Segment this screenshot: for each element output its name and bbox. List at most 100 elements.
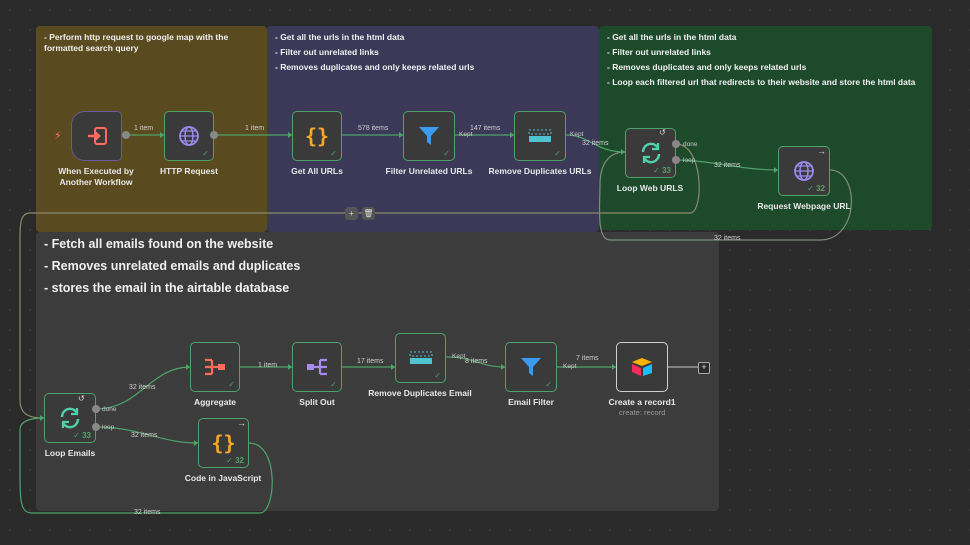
success-count: ✓ 32 [226,456,244,465]
airtable-icon [617,343,667,391]
edge-loopweb-loopemails [19,143,700,419]
node-label: Request Webpage URL [757,201,851,211]
arrowhead [774,167,778,173]
sticky-text: - Perform http request to google map wit… [44,32,229,53]
edge-label: 1 item [134,125,154,132]
delete-edge-button[interactable]: 🗑 [362,207,375,220]
sticky-text: - Loop each filtered url that redirects … [607,77,916,87]
node-create-record[interactable] [616,342,668,392]
port-label-kept: Kept [459,131,473,138]
edge-label: 17 items [357,358,384,365]
sticky-text: - Removes duplicates and only keeps rela… [607,62,807,72]
globe-icon [779,147,829,195]
success-check-icon: ✓ [202,149,209,158]
output-handle[interactable] [210,131,218,139]
success-count: ✓ 32 [807,184,825,193]
globe-icon [165,112,213,160]
filter-icon [506,343,556,391]
sticky-note-loop-urls[interactable]: - Get all the urls in the html data - Fi… [599,26,932,230]
aggregate-icon [191,343,239,391]
edge-codejs-loopemails [19,417,273,514]
node-get-all-urls[interactable]: {} ✓ [292,111,342,161]
edge-label: 32 items [131,432,158,439]
node-when-executed[interactable] [71,111,122,161]
output-handle-loop[interactable] [92,423,100,431]
success-check-icon: ✓ [330,149,337,158]
port-label-loop: loop [683,157,696,164]
output-handle-done[interactable] [92,405,100,413]
node-label: Filter Unrelated URLs [385,166,473,176]
arrowhead [612,364,616,370]
edge-label: 32 items [714,162,741,169]
edge-loopweb-reqweb [675,159,779,171]
edge-label: 578 items [358,125,389,132]
arrowhead [501,364,505,370]
node-loop-web-urls[interactable]: ✓ 33 [625,128,676,178]
success-check-icon: ✓ [228,380,235,389]
node-remove-duplicates-email[interactable]: ✓ [395,333,446,383]
port-label-loop: loop [102,424,115,431]
loop-back-icon: ↺ [78,394,85,403]
lightning-icon: ⚡ [54,130,62,142]
node-label: When Executed by Another Workflow [58,166,134,187]
node-label: Create a record1 [608,397,676,407]
edge-label: 32 items [134,509,161,516]
node-request-webpage-url[interactable]: ✓ 32 [778,146,830,196]
code-braces-icon: {} [304,124,330,148]
edge-label: 32 items [714,235,741,242]
node-label: HTTP Request [160,166,218,176]
output-handle-loop[interactable] [672,156,680,164]
output-handle-done[interactable] [672,140,680,148]
node-label: Split Out [299,397,335,407]
edge-label: 7 items [576,355,599,362]
edge-label: 32 items [582,140,609,147]
port-label-kept: Kept [563,363,577,370]
arrowhead [288,364,292,370]
port-label-done: done [102,406,117,413]
arrowhead [194,440,198,446]
filter-icon [404,112,454,160]
node-filter-unrelated-urls[interactable]: ✓ [403,111,455,161]
loop-icon [45,394,95,442]
arrowhead [288,132,292,138]
node-label: Get All URLs [291,166,343,176]
port-label-kept: Kept [452,353,466,360]
node-aggregate[interactable]: ✓ [190,342,240,392]
node-email-filter[interactable]: ✓ [505,342,557,392]
edge-reqweb-loopweb [598,151,852,241]
node-code-in-javascript[interactable]: {} ✓ 32 [198,418,249,468]
edge-label: 1 item [258,362,278,369]
node-remove-duplicates-urls[interactable]: ✓ [514,111,566,161]
edge-label: 147 items [470,125,501,132]
success-check-icon: ✓ [434,371,441,380]
node-label: Email Filter [508,397,554,407]
node-label: Loop Emails [44,448,96,458]
edge-label: 1 item [245,125,265,132]
arrowhead [621,149,625,155]
success-check-icon: ✓ [330,380,337,389]
edge-loopemails-codejs [95,426,199,444]
arrowhead [391,364,395,370]
loop-icon [626,129,675,177]
add-next-node-button[interactable]: + [698,362,710,374]
sticky-text: - Get all the urls in the html data [275,32,405,42]
port-label-kept: Kept [570,131,584,138]
arrowhead [160,132,164,138]
sticky-text: - Removes unrelated emails and duplicate… [44,259,301,273]
node-loop-emails[interactable]: ✓ 33 [44,393,96,443]
node-http-request[interactable]: ✓ [164,111,214,161]
sticky-note-emails[interactable]: - Fetch all emails found on the website … [36,232,719,511]
edge-dedupeemail-emailfilter [445,356,506,368]
code-braces-icon: {} [211,431,236,455]
node-label: Code in JavaScript [184,473,262,483]
add-node-on-edge-button[interactable]: + [345,207,358,220]
success-check-icon: ✓ [443,149,450,158]
node-label: Aggregate [193,397,237,407]
output-handle[interactable] [122,131,130,139]
node-split-out[interactable]: ✓ [292,342,342,392]
arrowhead [510,132,514,138]
arrowhead [399,132,403,138]
sticky-text: - Filter out unrelated links [607,47,711,57]
arrowhead [40,415,44,421]
